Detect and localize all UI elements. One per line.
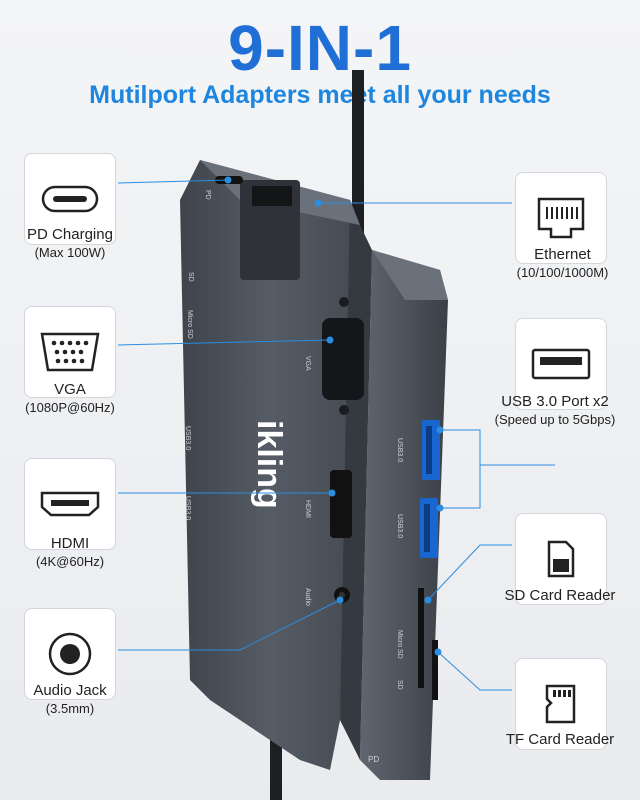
port-label-usb-right-1: USB3.0	[396, 438, 403, 462]
page-title: 9-IN-1	[228, 12, 412, 84]
sd-card-label: SD Card Reader	[504, 587, 616, 604]
tf-card-icon-box	[515, 658, 607, 750]
port-label-pd-bottom: PD	[368, 755, 379, 764]
ethernet-label: Ethernet (10/100/1000M)	[516, 246, 609, 280]
cable-top	[352, 70, 364, 250]
pd-charging-icon-box	[24, 153, 116, 245]
port-label-sd-right: SD	[396, 680, 403, 690]
usb-label: USB 3.0 Port x2 (Speed up to 5Gbps)	[494, 393, 616, 427]
vga-label: VGA (1080P@60Hz)	[25, 381, 115, 415]
sd-slot	[432, 640, 438, 700]
brand-logo: ikling	[250, 420, 288, 509]
audio-jack-icon	[48, 632, 92, 676]
micro-sd-slot	[418, 588, 424, 688]
ethernet-port-icon	[537, 197, 585, 239]
vga-port	[322, 318, 364, 400]
leader-line-usb	[440, 429, 555, 466]
port-label-audio: Audio	[304, 588, 311, 606]
usb-c-port-icon	[41, 185, 99, 213]
port-label-pd: PD	[204, 190, 211, 200]
port-label-sd: SD	[187, 272, 194, 282]
tf-card-label: TF Card Reader	[505, 731, 615, 748]
vga-port-icon	[40, 332, 100, 372]
audio-jack-icon-box	[24, 608, 116, 700]
port-label-micro-sd: Micro SD	[186, 310, 193, 339]
page-subtitle: Mutilport Adapters meet all your needs	[89, 81, 551, 109]
hdmi-icon-box	[24, 458, 116, 550]
pd-charging-label: PD Charging (Max 100W)	[27, 226, 113, 260]
port-label-hdmi: HDMI	[304, 500, 311, 518]
sd-card-icon	[547, 540, 575, 578]
ethernet-icon-box	[515, 172, 607, 264]
vga-icon-box	[24, 306, 116, 398]
hdmi-port	[330, 470, 352, 538]
port-label-usb-right-2: USB3.0	[396, 514, 403, 538]
tf-card-icon	[545, 684, 576, 724]
hub-main-body	[180, 160, 360, 770]
hdmi-port-icon	[40, 491, 100, 517]
port-label-micro-sd-right: Micro SD	[396, 630, 403, 659]
hdmi-label: HDMI (4K@60Hz)	[35, 535, 105, 569]
audio-jack-label: Audio Jack (3.5mm)	[33, 682, 107, 716]
hub-back-body	[360, 250, 448, 780]
usb-icon-box	[515, 318, 607, 410]
usb-a-port-icon	[531, 348, 591, 380]
leader-line-pd	[117, 179, 229, 184]
port-label-usb-b: USB3.0	[184, 496, 191, 520]
port-label-usb-a: USB3.0	[184, 426, 191, 450]
leader-line-vga	[117, 339, 331, 346]
leader-line-sd	[427, 544, 512, 601]
leader-line-tf	[437, 651, 512, 691]
leader-line-audio	[118, 599, 341, 651]
sd-card-icon-box	[515, 513, 607, 605]
port-label-vga: VGA	[304, 356, 311, 371]
